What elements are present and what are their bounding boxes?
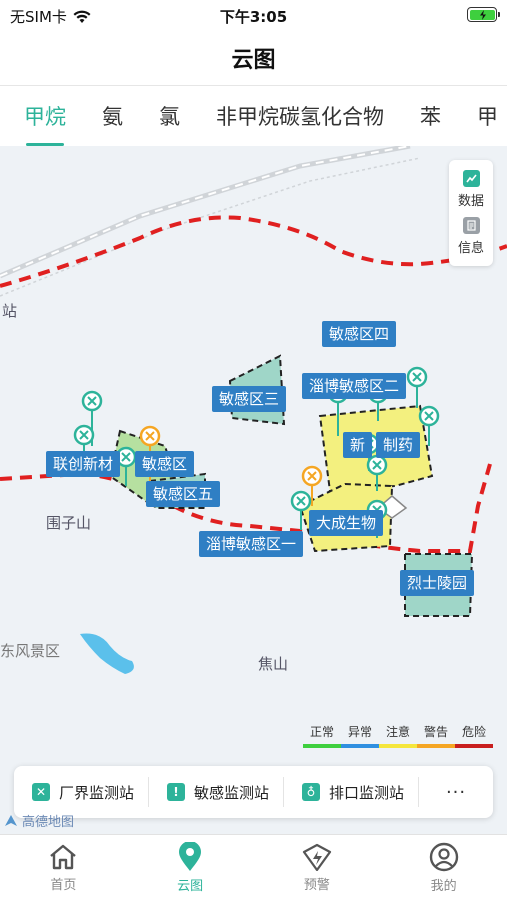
station-sensitive-button[interactable]: ! 敏感监测站 [149, 777, 285, 807]
zone-label-dacheng[interactable]: 大成生物 [309, 510, 384, 536]
tab-benzene[interactable]: 苯 [420, 105, 441, 129]
place-scenic: 东风景区 [0, 642, 61, 660]
zone-label-xin[interactable]: 新 [343, 432, 373, 458]
outlet-icon: ♁ [302, 783, 321, 801]
info-label: 信息 [457, 241, 484, 256]
status-legend: 正常 异常 注意 警告 危险 [303, 723, 493, 748]
side-tools: 数据 信息 [449, 160, 493, 266]
chart-icon [462, 170, 480, 187]
document-icon [462, 217, 480, 234]
station-outlet-button[interactable]: ♁ 排口监测站 [284, 777, 420, 807]
battery-icon [467, 7, 500, 22]
zone-label-lieshi[interactable]: 烈士陵园 [400, 570, 475, 596]
tabbar-map[interactable]: 云图 [127, 835, 254, 900]
zone-label-zibo-2[interactable]: 淄博敏感区二 [302, 373, 407, 399]
tab-ammonia[interactable]: 氨 [102, 105, 123, 129]
zone-label-lianchuang[interactable]: 联创新材 [46, 451, 121, 477]
warning-icon [302, 843, 331, 871]
legend-attention: 注意 [379, 723, 417, 748]
zone-label-3[interactable]: 敏感区三 [212, 386, 287, 412]
legend-normal: 正常 [303, 723, 341, 748]
status-time: 下午3:05 [219, 8, 288, 26]
zone-label-pharma[interactable]: 制药 [376, 432, 421, 458]
more-button[interactable]: ··· [445, 781, 467, 803]
tabbar-mine[interactable]: 我的 [380, 835, 507, 900]
tab-chlorine[interactable]: 氯 [159, 105, 180, 129]
legend-danger: 危险 [455, 723, 493, 748]
bottom-tabbar: 首页 云图 预警 我的 [0, 834, 507, 900]
station-boundary-button[interactable]: ✕ 厂界监测站 [14, 777, 150, 807]
carrier-text: 无SIM卡 [10, 8, 67, 26]
data-button[interactable]: 数据 [449, 166, 493, 213]
nav-bar: 云图 [0, 30, 507, 86]
home-icon [50, 844, 77, 869]
factory-icon: ✕ [32, 783, 50, 801]
info-button[interactable]: 信息 [449, 213, 493, 260]
tabbar-warning[interactable]: 预警 [254, 835, 381, 900]
wifi-icon [73, 10, 91, 23]
tab-nmhc[interactable]: 非甲烷碳氢化合物 [216, 105, 384, 129]
place-jiaoshan: 焦山 [258, 655, 289, 673]
map-view[interactable]: 站 围子山 东风景区 焦山 敏感区四 敏感区三 淄博敏感区二 新 制药 联创新材… [0, 146, 507, 834]
legend-abnormal: 异常 [341, 723, 379, 748]
alert-icon: ! [167, 783, 186, 801]
carrier-group: 无SIM卡 [10, 6, 91, 27]
tab-methane[interactable]: 甲烷 [0, 88, 84, 146]
zone-label-5[interactable]: 敏感区五 [146, 481, 221, 507]
user-icon [429, 842, 458, 871]
zone-label-4[interactable]: 敏感区四 [322, 321, 397, 347]
zone-label-zibo-1[interactable]: 淄博敏感区一 [199, 531, 304, 557]
tabbar-home[interactable]: 首页 [0, 835, 127, 900]
legend-warning: 警告 [417, 723, 455, 748]
tab-more[interactable]: 甲 [477, 105, 498, 129]
pollutant-tabs: 甲烷 氨 氯 非甲烷碳氢化合物 苯 甲 [0, 88, 507, 146]
place-weizishan: 围子山 [46, 514, 92, 532]
station-filter-bar: ✕ 厂界监测站 ! 敏感监测站 ♁ 排口监测站 ··· [14, 766, 493, 818]
location-icon [179, 841, 202, 871]
status-bar: 无SIM卡 下午3:05 [0, 0, 507, 30]
zone-label-tail[interactable]: 敏感区 [135, 451, 195, 477]
place-station: 站 [2, 302, 18, 320]
page-title: 云图 [231, 47, 276, 73]
amap-logo-icon [5, 814, 17, 826]
amap-logo: 高德地图 [4, 811, 74, 830]
data-label: 数据 [457, 194, 484, 209]
